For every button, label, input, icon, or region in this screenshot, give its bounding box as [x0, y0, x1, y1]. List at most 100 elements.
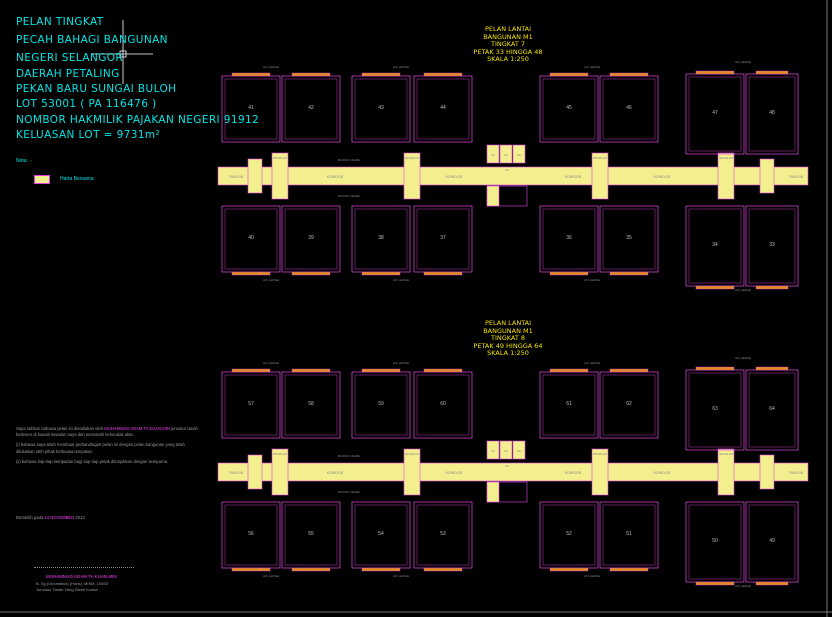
unit-inner-wall — [224, 208, 278, 270]
lift-box — [499, 440, 513, 460]
meter-room-label: METER AIR — [719, 452, 733, 456]
unit-parcel: 55 — [281, 501, 341, 572]
balcony-bar — [549, 271, 589, 276]
title-line: KELUASAN LOT = 9731m² — [16, 129, 161, 141]
unit-parcel: 46 — [599, 72, 659, 143]
unit-number: 60 — [440, 401, 446, 407]
unit-number: 43 — [378, 105, 384, 111]
unit-number: 37 — [440, 235, 446, 241]
corridor-label: KORIDOR — [327, 175, 344, 179]
balcony-bar — [231, 567, 271, 572]
lift-box — [486, 481, 500, 503]
lift-box — [486, 185, 500, 207]
unit-inner-wall — [748, 372, 796, 448]
title-line: NOMBOR HAKMILIK PAJAKAN NEGERI 91912 — [16, 114, 260, 126]
meter-room-label: METER AIR — [719, 156, 733, 160]
unit-number: 33 — [769, 242, 775, 248]
balcony-bar — [361, 271, 401, 276]
title-line: NEGERI SELANGOR — [16, 52, 124, 64]
balcony-bar — [549, 567, 589, 572]
corridor-label: KORIDOR — [565, 471, 582, 475]
legend-label: Harta Bersama — [60, 176, 94, 182]
unit-inner-wall — [224, 78, 278, 140]
aircond-ledge-label: A/C LEDGE — [735, 60, 751, 64]
corridor — [217, 166, 809, 186]
statement-text: (i) bahawa saya telah membuat perbanding… — [16, 442, 185, 454]
unit-parcel: 41 — [221, 72, 281, 143]
balcony-bar — [291, 567, 331, 572]
unit-inner-wall — [354, 374, 408, 436]
lobby-label: RUANG UDARA — [338, 158, 360, 162]
aircond-ledge-label: A/C LEDGE — [263, 361, 279, 365]
lift-label: LIF — [517, 449, 522, 453]
unit-inner-wall — [224, 374, 278, 436]
unit-number: 54 — [378, 531, 384, 537]
balcony-bar — [549, 368, 589, 373]
legend-swatch — [34, 175, 50, 184]
stair-core — [247, 158, 263, 194]
balcony-bar — [755, 70, 789, 75]
unit-parcel: 37 — [413, 205, 473, 276]
unit-number: 36 — [566, 235, 572, 241]
balcony-bar — [695, 366, 735, 371]
crosshair-cursor-icon — [92, 20, 153, 84]
statement-text: juruukur tanah berlesen di bawah kawalan… — [16, 426, 198, 438]
signature-detail-line: B. Sg (Geomatics) (Hons), MISM, 10453 — [36, 581, 108, 586]
corridor — [217, 462, 809, 482]
unit-inner-wall — [284, 208, 338, 270]
unit-inner-wall — [354, 78, 408, 140]
stair-core — [759, 158, 775, 194]
unit-parcel: 54 — [351, 501, 411, 572]
unit-number: 51 — [626, 531, 632, 537]
unit-inner-wall — [224, 504, 278, 566]
balcony-bar — [609, 271, 649, 276]
lift-label: LIF — [504, 153, 509, 157]
balcony-bar — [755, 285, 789, 290]
unit-parcel: 52 — [539, 501, 599, 572]
corridor-label: KORIDOR — [654, 471, 671, 475]
unit-parcel: 53 — [413, 501, 473, 572]
meter-room — [271, 152, 289, 200]
unit-parcel: 60 — [413, 368, 473, 439]
unit-parcel: 34 — [685, 205, 745, 290]
unit-inner-wall — [688, 208, 742, 284]
unit-parcel: 35 — [599, 205, 659, 276]
balcony-bar — [609, 368, 649, 373]
balcony-bar — [231, 271, 271, 276]
aircond-ledge-label: A/C LEDGE — [735, 288, 751, 292]
balcony-bar — [423, 271, 463, 276]
balcony-bar — [423, 368, 463, 373]
date-prefix: Bertarikh pada — [16, 515, 44, 520]
balcony-bar — [695, 70, 735, 75]
lobby-label: RUANG UDARA — [338, 490, 360, 494]
unit-inner-wall — [748, 504, 796, 580]
meter-room — [717, 152, 735, 200]
lift-box — [512, 440, 526, 460]
title-line: DAERAH PETALING — [16, 68, 120, 80]
staircase-label: TANGGA — [789, 471, 804, 475]
lift-label: LIF — [505, 464, 510, 468]
unit-parcel: 49 — [745, 501, 799, 586]
meter-room — [271, 448, 289, 496]
unit-number: 64 — [769, 406, 775, 412]
unit-parcel: 48 — [745, 70, 799, 155]
aircond-ledge-label: A/C LEDGE — [263, 574, 279, 578]
balcony-bar — [755, 581, 789, 586]
floor-title-line: PELAN LANTAI — [484, 25, 532, 33]
unit-number: 62 — [626, 401, 632, 407]
unit-inner-wall — [284, 78, 338, 140]
statement-text: (ii) bahawa tiap-tiap sempadan bagi tiap… — [16, 458, 169, 464]
unit-inner-wall — [284, 504, 338, 566]
floor-title-line: PETAK 33 HINGGA 48 — [473, 47, 543, 56]
title-line: PELAN TINGKAT — [16, 16, 104, 28]
lift-box — [512, 144, 526, 164]
unit-parcel: 42 — [281, 72, 341, 143]
statement-text: Saya sahkan bahawa pelan ini disediakan … — [16, 426, 104, 431]
floor-title-line: BANGUNAN M1 — [483, 326, 533, 335]
lift-label: LIF — [517, 153, 522, 157]
aircond-ledge-label: A/C LEDGE — [584, 361, 600, 365]
unit-number: 39 — [308, 235, 314, 241]
unit-number: 58 — [308, 401, 314, 407]
aircond-ledge-label: A/C LEDGE — [263, 278, 279, 282]
